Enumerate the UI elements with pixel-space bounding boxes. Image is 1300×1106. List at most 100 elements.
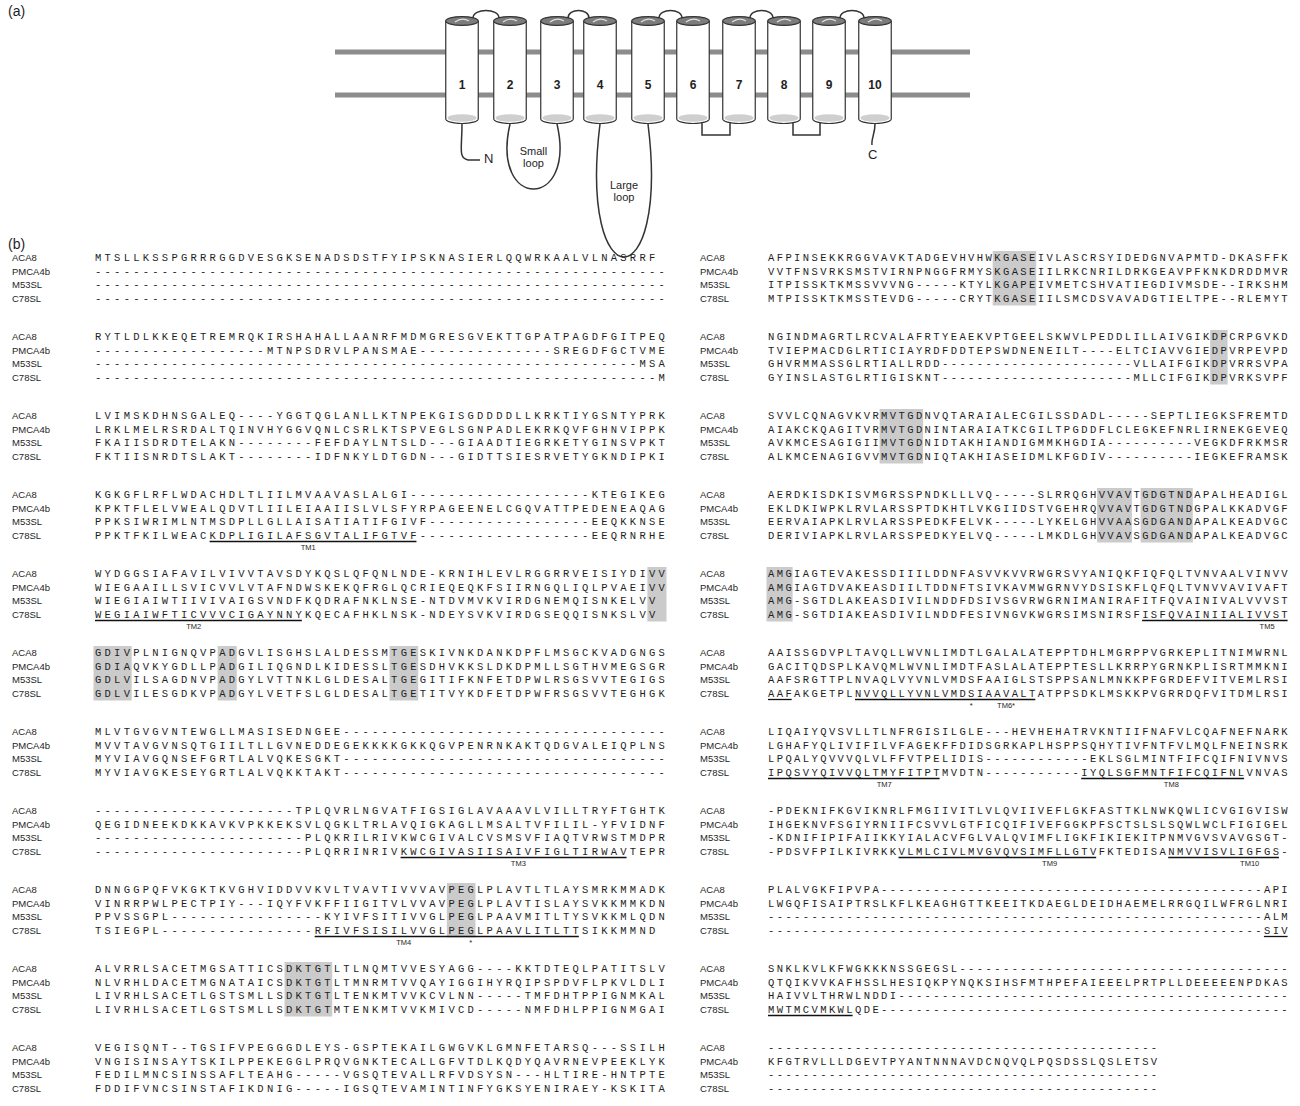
sequence-row: GHVRMMASSGLRTIALLRDD--------------------… [768, 358, 1290, 370]
sequence-name: C78SL [700, 609, 729, 621]
sequence-name: PMCA4b [700, 661, 738, 673]
sequence-name: C78SL [700, 372, 729, 384]
sequence-row: LPQALYQVVVQLVLFFVTPELIDIS------------EKL… [768, 753, 1290, 765]
sequence-name: C78SL [700, 925, 729, 937]
helix-number: 3 [540, 78, 574, 92]
sequence-row: MYVIAVGKESEYGRTLALVQKKTAKT--------------… [95, 767, 668, 779]
sequence-row: AVKMCESAGIGIIMVTGDNIDTAKHIANDIGMMKHGDIA-… [768, 437, 1290, 449]
cylinder-body [632, 21, 665, 123]
sequence-name: M53SL [700, 674, 730, 686]
sequence-name: PMCA4b [12, 266, 50, 278]
helix-cylinder: 7 [722, 16, 756, 124]
sequence-name: PMCA4b [700, 424, 738, 436]
cylinder-top [768, 17, 801, 26]
sequence-name: ACA8 [700, 331, 725, 343]
sequence-name: M53SL [700, 1069, 730, 1081]
sequence-name: ACA8 [12, 568, 37, 580]
helix-number: 7 [722, 78, 756, 92]
sequence-row: DERIVIAPKLRVLARSSPEDKYELVQ-----LMKDLGHVV… [768, 530, 1290, 542]
loop-connector [793, 123, 820, 135]
sequence-row: -PDSVFPILKIVRKKVLMLCIVLMVGVQVSIMFLLGTVFK… [768, 846, 1290, 858]
sequence-row: NGINDMAGRTLRCVALAFRTYEAEKVPTGEELSKWVLPED… [768, 331, 1290, 343]
helix-cylinder: 8 [767, 16, 801, 124]
sequence-row: -KDNIFIPIFAIIKKYIALACVFGLVALQVIMFLIGKFIK… [768, 832, 1290, 844]
cylinder-shape [767, 16, 801, 124]
sequence-row: VNGISINSAYTSKILPPEKEGGLPRQVGNKTECALLGFVT… [95, 1056, 668, 1068]
sequence-row: GYINSLASTGLRTIGISKNT--------------------… [768, 372, 1290, 384]
sequence-name: M53SL [12, 279, 42, 291]
cylinder-top [446, 17, 479, 26]
sequence-row: TVIEPMACDGLRTICIAYRDFDDTEPSWDNENEILT----… [768, 345, 1290, 357]
sequence-row: ----------------------------------------… [95, 293, 668, 305]
helix-cylinder: 3 [540, 16, 574, 124]
sequence-row: ----------------------------------------… [768, 1069, 1160, 1081]
cylinder-body [768, 21, 801, 123]
sequence-name: PMCA4b [12, 977, 50, 989]
sequence-row: VVTFNSVRKSMSTVIRNPNGGFRMYSKGASEIILRKCNRI… [768, 266, 1290, 278]
sequence-row: ITPISSKTKMSSVVVNG-----KTYLKGAPEIVMETCSHV… [768, 279, 1290, 291]
sequence-row: AFPINSEKKRGGVAVKTADGEVHVHWKGASEIVLASCRSY… [768, 252, 1290, 264]
terminus-label: C [868, 147, 877, 163]
cylinder-shape [812, 16, 846, 124]
sequence-row: FKTIISNRDTSLAKT--------IDFNKYLDTGDN---GI… [95, 451, 668, 463]
sequence-row: MVVTAVGVNSQTGIILTLLGVNEDDEGEKKKKGKKQGVPE… [95, 740, 668, 752]
sequence-row: KGKGFLRFLWDACHDLTLIILMVAAVASLALGI-------… [95, 489, 668, 501]
sequence-name: C78SL [12, 846, 41, 858]
sequence-name: C78SL [12, 688, 41, 700]
sequence-name: PMCA4b [700, 819, 738, 831]
sequence-row: GDLVILSAGDNVPADGYLVTTNKLGLDESALTGEGITIFK… [95, 674, 668, 686]
sequence-name: C78SL [12, 1083, 41, 1095]
sequence-name: ACA8 [12, 805, 37, 817]
sequence-name: M53SL [700, 990, 730, 1002]
tm-label: TM3 [511, 859, 526, 868]
cylinder-bottom [634, 114, 663, 122]
sequence-name: M53SL [12, 595, 42, 607]
sequence-name: PMCA4b [12, 582, 50, 594]
sequence-name: ACA8 [700, 726, 725, 738]
sequence-name: M53SL [700, 279, 730, 291]
cylinder-top [859, 17, 892, 26]
sequence-name: M53SL [700, 437, 730, 449]
sequence-row: AIAKCKQAGITVRMVTGDNINTARAIATKCGILTPGDDFL… [768, 424, 1290, 436]
cylinder-top [723, 17, 756, 26]
sequence-row: LIVRHLSACETLGSTSMLLSDKTGTMTENKMTVVKMIVCD… [95, 1004, 668, 1016]
sequence-name: ACA8 [12, 1042, 37, 1054]
helix-number: 8 [767, 78, 801, 92]
tm-label: TM4 [396, 938, 411, 947]
sequence-name: ACA8 [12, 331, 37, 343]
sequence-row: -PDEKNIFKGVIKNRLFMGIIVITLVLQVIIVEFLGKFAS… [768, 805, 1290, 817]
sequence-name: ACA8 [12, 252, 37, 264]
sequence-row: GDLVILESGDKVPADGYLVETFSLGLDESALTGETITVYK… [95, 688, 668, 700]
sequence-row: LGHAFYQLIVIFILVFAGEKFFDIDSGRKAPLHSPPSQHY… [768, 740, 1290, 752]
sequence-row: PPKSIWRIMLNTMSDPLLGLLAISATIATIFGIVF-----… [95, 516, 668, 528]
sequence-row: PLALVGKFIPVPA---------------------------… [768, 884, 1290, 896]
cylinder-bottom [543, 114, 572, 122]
sequence-name: PMCA4b [12, 740, 50, 752]
helix-cylinder: 4 [583, 16, 617, 124]
cylinder-curl [732, 19, 746, 22]
tm-label: TM7 [877, 780, 892, 789]
sequence-row: DNNGGPQFVKGKTKVGHVIDDVVKVLTVAVTIVVVAVPEG… [95, 884, 668, 896]
sequence-row: MTSLLKSSPGRRRGGDVESGKSENADSDSTFYIPSKNASI… [95, 252, 659, 264]
helix-number: 10 [858, 78, 892, 92]
sequence-row: ----------------------PLQKRILRIVKWCGIVAL… [95, 832, 668, 844]
sequence-row: QEGIDNEEKDKKAVKVPKKEKSVLQGKLTRLAVQIGKAGL… [95, 819, 668, 831]
cylinder-curl [822, 19, 836, 22]
cylinder-curl [593, 19, 607, 22]
tm-label: TM2 [186, 622, 201, 631]
tm-label: TM9 [1042, 859, 1057, 868]
sequence-row: PPVSSGPL----------------KYIVFSITIVVGLPEG… [95, 911, 668, 923]
sequence-row: IHGEKNVFSGIYRNIIFCSVVLGTFICQIFIVEFGGKPFS… [768, 819, 1290, 831]
sequence-name: ACA8 [700, 1042, 725, 1054]
sequence-row: IPQSVYQIVVQLTMYFITPTMVDTN-----------IYQL… [768, 767, 1290, 779]
sequence-row: SNKLKVLKFWGKKKNSSGEGSL------------------… [768, 963, 1290, 975]
loop-connector [840, 11, 864, 19]
sequence-row: AERDKISDKISVMGRSSPNDKLLLVQ-----SLRRQGHVV… [768, 489, 1290, 501]
sequence-name: PMCA4b [700, 977, 738, 989]
sequence-name: M53SL [700, 595, 730, 607]
sequence-row: SVVLCQNAGVKVRMVTGDNVQTARAIALECGILSSDADL-… [768, 410, 1290, 422]
sequence-row: EERVAIAPKLRVLARSSPEDKFELVK-----LYKELGHVV… [768, 516, 1290, 528]
cylinder-top [677, 17, 710, 26]
cylinder-curl [868, 19, 882, 22]
sequence-name: M53SL [12, 437, 42, 449]
